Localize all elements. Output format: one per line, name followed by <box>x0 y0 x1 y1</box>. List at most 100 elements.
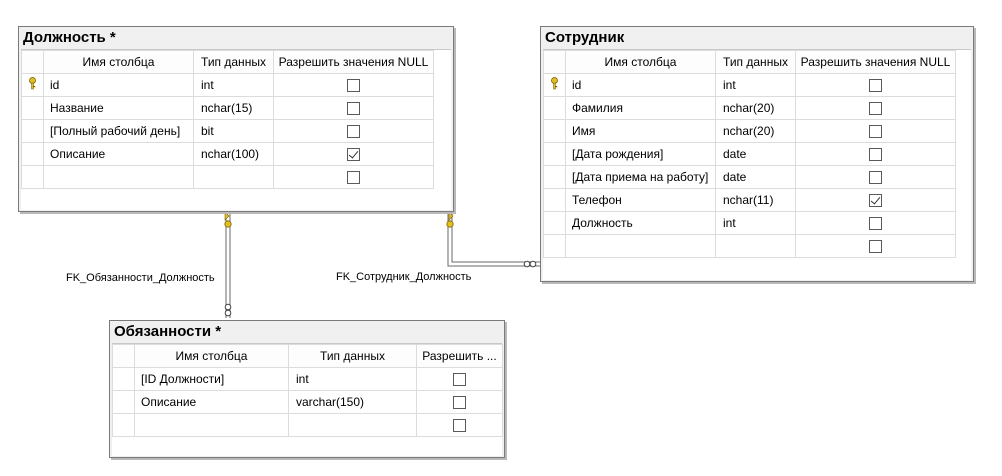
allow-null-checkbox[interactable] <box>347 102 360 116</box>
allow-null-checkbox[interactable] <box>869 148 882 162</box>
allow-null-checkbox[interactable] <box>347 148 360 162</box>
row-selector[interactable] <box>21 165 44 189</box>
row-selector[interactable] <box>112 390 135 414</box>
row-selector[interactable] <box>543 211 566 235</box>
row-selector[interactable] <box>543 234 566 258</box>
allow-null-checkbox[interactable] <box>347 171 360 185</box>
data-type-cell[interactable]: date <box>715 142 796 166</box>
key-end-icon <box>446 220 454 228</box>
data-type-cell[interactable]: nchar(20) <box>715 96 796 120</box>
data-type-cell[interactable]: nchar(100) <box>193 142 274 166</box>
fk-sotrudnik-label[interactable]: FK_Сотрудник_Должность <box>336 271 472 283</box>
allow-null-cell <box>273 96 434 120</box>
column-name-cell[interactable]: Телефон <box>565 188 716 212</box>
allow-null-cell <box>795 188 956 212</box>
table-title[interactable]: Обязанности * <box>114 323 222 340</box>
allow-null-cell <box>273 165 434 189</box>
data-type-cell[interactable]: int <box>288 367 417 391</box>
data-type-cell[interactable]: nchar(15) <box>193 96 274 120</box>
allow-null-checkbox[interactable] <box>453 373 466 387</box>
column-name-cell[interactable]: [Полный рабочий день] <box>43 119 194 143</box>
column-name-cell[interactable]: Должность <box>565 211 716 235</box>
allow-null-checkbox[interactable] <box>453 419 466 433</box>
data-type-cell[interactable] <box>193 165 274 189</box>
fk-obyazannosti-label[interactable]: FK_Обязанности_Должность <box>66 272 215 284</box>
data-type-cell[interactable]: nchar(11) <box>715 188 796 212</box>
table-title[interactable]: Должность * <box>23 29 116 46</box>
fk-sotrudnik-connector[interactable] <box>446 211 540 268</box>
allow-null-checkbox[interactable] <box>347 125 360 139</box>
column-name-cell[interactable]: Описание <box>43 142 194 166</box>
column-name-cell[interactable]: Название <box>43 96 194 120</box>
column-name-cell[interactable]: Имя <box>565 119 716 143</box>
row-selector[interactable] <box>112 413 135 437</box>
allow-null-checkbox[interactable] <box>869 125 882 139</box>
data-type-cell[interactable]: date <box>715 165 796 189</box>
table-title[interactable]: Сотрудник <box>545 29 625 46</box>
column-name-header: Имя столбца <box>134 344 289 368</box>
row-indicator-header <box>21 50 44 74</box>
row-selector[interactable] <box>543 165 566 189</box>
column-row[interactable]: [Дата рождения]date <box>543 142 956 166</box>
fk-obyazannosti-connector[interactable] <box>224 211 232 318</box>
allow-null-cell <box>795 73 956 97</box>
data-type-cell[interactable]: varchar(150) <box>288 390 417 414</box>
column-name-cell[interactable]: Фамилия <box>565 96 716 120</box>
allow-null-checkbox[interactable] <box>869 102 882 116</box>
row-selector[interactable] <box>112 367 135 391</box>
row-selector[interactable] <box>543 96 566 120</box>
row-selector[interactable] <box>543 73 566 97</box>
row-selector[interactable] <box>21 119 44 143</box>
data-type-cell[interactable]: int <box>193 73 274 97</box>
row-selector[interactable] <box>543 142 566 166</box>
allow-null-cell <box>795 165 956 189</box>
row-selector[interactable] <box>543 119 566 143</box>
column-row[interactable]: [Дата приема на работу]date <box>543 165 956 189</box>
allow-null-checkbox[interactable] <box>869 217 882 231</box>
allow-null-checkbox[interactable] <box>869 79 882 93</box>
column-name-cell[interactable]: id <box>43 73 194 97</box>
column-row[interactable]: [Полный рабочий день]bit <box>21 119 434 143</box>
allow-null-checkbox[interactable] <box>869 194 882 208</box>
column-row[interactable]: [ID Должности]int <box>112 367 503 391</box>
data-type-cell[interactable]: int <box>715 211 796 235</box>
data-type-cell[interactable]: bit <box>193 119 274 143</box>
key-end-icon <box>448 211 454 221</box>
column-name-cell[interactable]: [Дата рождения] <box>565 142 716 166</box>
allow-null-checkbox[interactable] <box>453 396 466 410</box>
allow-null-checkbox[interactable] <box>347 79 360 93</box>
column-row[interactable] <box>21 165 434 189</box>
data-type-cell[interactable] <box>715 234 796 258</box>
column-row[interactable] <box>543 234 956 258</box>
column-name-cell[interactable]: Описание <box>134 390 289 414</box>
data-type-cell[interactable] <box>288 413 417 437</box>
column-name-cell[interactable]: [ID Должности] <box>134 367 289 391</box>
row-selector[interactable] <box>21 73 44 97</box>
data-type-cell[interactable]: nchar(20) <box>715 119 796 143</box>
allow-null-checkbox[interactable] <box>869 171 882 185</box>
data-type-header: Тип данных <box>288 344 417 368</box>
column-name-cell[interactable]: [Дата приема на работу] <box>565 165 716 189</box>
column-name-cell[interactable] <box>134 413 289 437</box>
column-row[interactable] <box>112 413 503 437</box>
column-name-cell[interactable] <box>565 234 716 258</box>
column-name-cell[interactable]: id <box>565 73 716 97</box>
allow-null-checkbox[interactable] <box>869 240 882 254</box>
column-name-cell[interactable] <box>43 165 194 189</box>
row-selector[interactable] <box>21 142 44 166</box>
row-selector[interactable] <box>21 96 44 120</box>
data-type-cell[interactable]: int <box>715 73 796 97</box>
row-selector[interactable] <box>543 188 566 212</box>
